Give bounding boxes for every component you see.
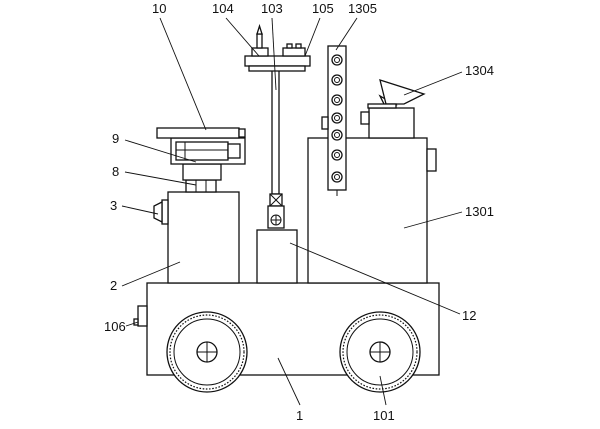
- label-1304: 1304: [465, 63, 494, 78]
- label-12: 12: [462, 308, 476, 323]
- wheel-right: [339, 311, 421, 393]
- side-lamp: [153, 199, 169, 225]
- label-3: 3: [110, 198, 117, 213]
- funnel: [360, 79, 426, 139]
- light-strip-bulbs: [331, 54, 343, 183]
- wheel-left: [166, 311, 248, 393]
- label-105: 105: [312, 1, 334, 16]
- label-1: 1: [296, 408, 303, 423]
- label-1305: 1305: [348, 1, 377, 16]
- label-9: 9: [112, 131, 119, 146]
- label-2: 2: [110, 278, 117, 293]
- center-block: [256, 229, 298, 284]
- label-1301: 1301: [465, 204, 494, 219]
- top-plate: [156, 127, 246, 139]
- support-column: [182, 163, 222, 193]
- label-106: 106: [104, 319, 126, 334]
- clamp-head: [244, 23, 311, 72]
- label-101: 101: [373, 408, 395, 423]
- rod-assembly: [267, 65, 285, 229]
- label-103: 103: [261, 1, 283, 16]
- motor: [170, 137, 246, 165]
- lower-box: [167, 191, 240, 284]
- leader-lines: [121, 17, 463, 406]
- right-box: [307, 137, 437, 284]
- label-10: 10: [152, 1, 166, 16]
- label-104: 104: [212, 1, 234, 16]
- label-8: 8: [112, 164, 119, 179]
